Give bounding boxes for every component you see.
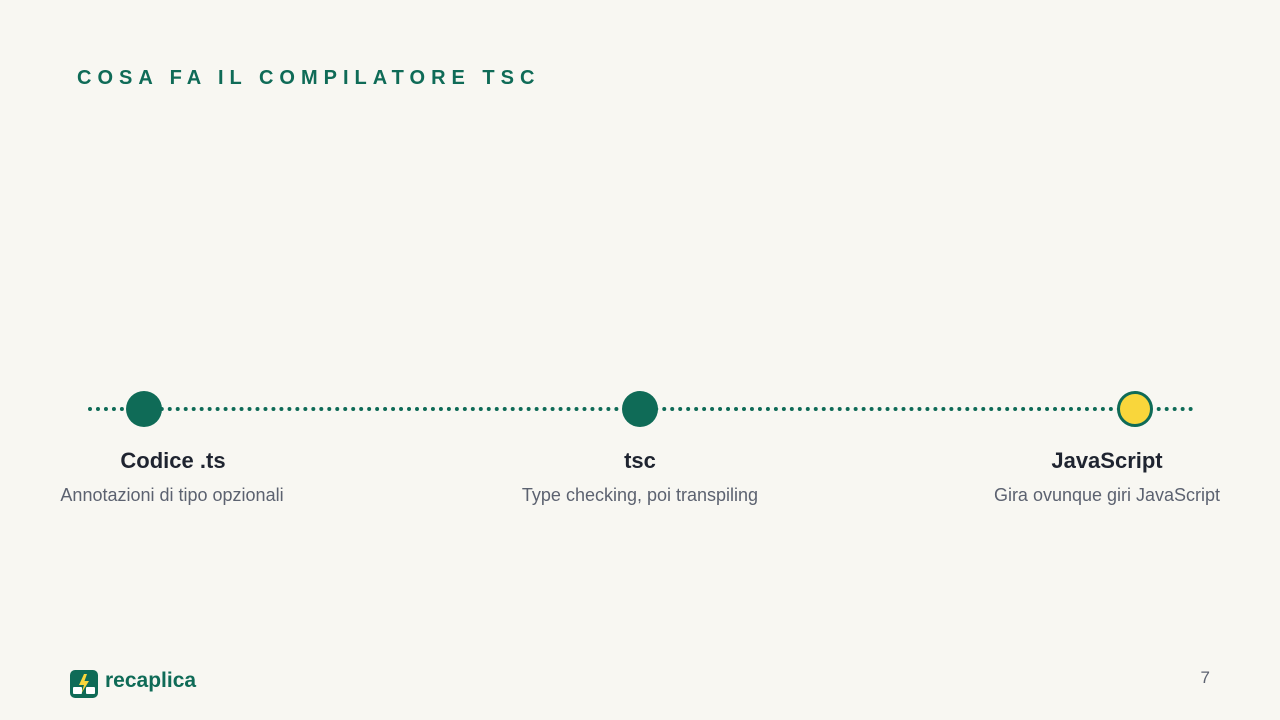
- timeline-node-javascript: [1117, 391, 1153, 427]
- step-title-javascript: JavaScript: [1051, 448, 1163, 473]
- step-description-codice-ts: Annotazioni di tipo opzionali: [60, 485, 284, 505]
- page-number: 7: [1200, 668, 1210, 687]
- step-title-tsc: tsc: [624, 448, 656, 473]
- brand-name: recaplica: [105, 669, 197, 692]
- step-description-tsc: Type checking, poi transpiling: [521, 485, 759, 505]
- bolt-book-icon: [70, 670, 98, 698]
- recaplica-brand-link[interactable]: recaplica: [70, 669, 197, 698]
- timeline-node-codice-ts: [126, 391, 162, 427]
- timeline-node-tsc: [622, 391, 658, 427]
- slide-title: COSA FA IL COMPILATORE TSC: [77, 67, 541, 89]
- step-description-javascript: Gira ovunque giri JavaScript: [993, 485, 1221, 505]
- step-title-codice-ts: Codice .ts: [120, 448, 226, 473]
